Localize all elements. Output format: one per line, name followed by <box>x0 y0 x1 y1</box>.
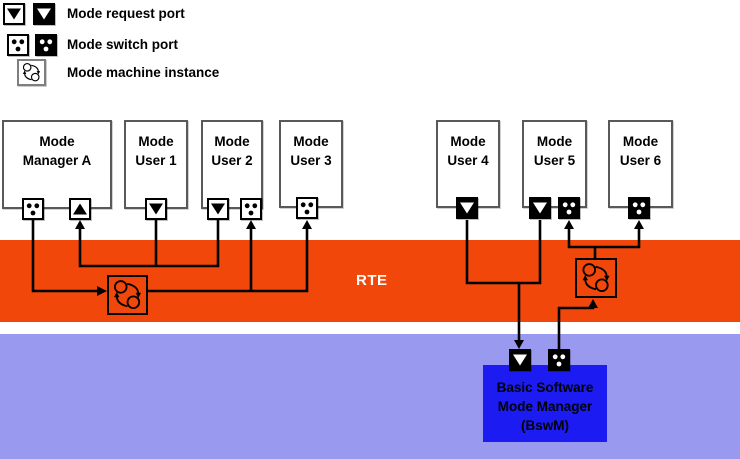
mode-user-1-mode-request-port <box>145 198 167 220</box>
mode-manager-a-mode-switch-port <box>22 198 44 220</box>
mode-switch-port-icon <box>7 34 29 56</box>
mode-manager-a-label: Mode <box>39 134 75 149</box>
mode-user-4-label: Mode <box>450 134 486 149</box>
mode-manager-a-label: Manager A <box>22 153 92 168</box>
basic-software-layer-band <box>0 334 740 459</box>
mode-user-2-mode-request-port <box>207 198 229 220</box>
bswm-label: Basic Software <box>496 380 594 395</box>
mode-user-3-label: User 3 <box>290 153 332 168</box>
bswm-mode-switch-port <box>548 349 570 371</box>
mode-user-2-label: Mode <box>214 134 250 149</box>
mode-user-5-mode-request-port <box>529 197 551 219</box>
mode-user-1-label: User 1 <box>135 153 177 168</box>
legend-label-mode-switch-port: Mode switch port <box>67 37 178 52</box>
mode-user-3-mode-switch-port <box>296 197 318 219</box>
mode-manager-a-mode-request-port <box>69 198 91 220</box>
mode-machine-instance-icon <box>17 59 46 86</box>
legend-label-mode-request-port: Mode request port <box>67 6 185 21</box>
mode-user-3-label: Mode <box>293 134 329 149</box>
mode-request-port-icon-dark <box>33 3 55 25</box>
mode-user-6-mode-switch-port <box>628 197 650 219</box>
mode-user-6-label: Mode <box>622 134 659 149</box>
mode-request-port-icon <box>3 3 25 25</box>
rte-label: RTE <box>356 272 388 289</box>
bswm-mode-request-port <box>509 349 531 371</box>
mode-user-5-mode-switch-port <box>558 197 580 219</box>
mode-machine-left <box>107 275 148 315</box>
legend-label-mode-machine-instance: Mode machine instance <box>67 65 220 80</box>
mode-machine-right <box>575 258 617 298</box>
mode-user-2-mode-switch-port <box>240 198 262 220</box>
mode-user-4-label: User 4 <box>447 153 489 168</box>
mode-user-4-mode-request-port <box>456 197 478 219</box>
mode-switch-port-icon-dark <box>35 34 57 56</box>
mode-user-2-label: User 2 <box>211 153 253 168</box>
mode-user-1-label: Mode <box>138 134 174 149</box>
mode-user-5-label: User 5 <box>533 153 576 168</box>
mode-user-5-label: Mode <box>536 134 573 149</box>
bswm-label: (BswM) <box>521 418 569 433</box>
mode-user-6-label: User 6 <box>619 153 662 168</box>
bswm-label: Mode Manager <box>497 399 593 414</box>
